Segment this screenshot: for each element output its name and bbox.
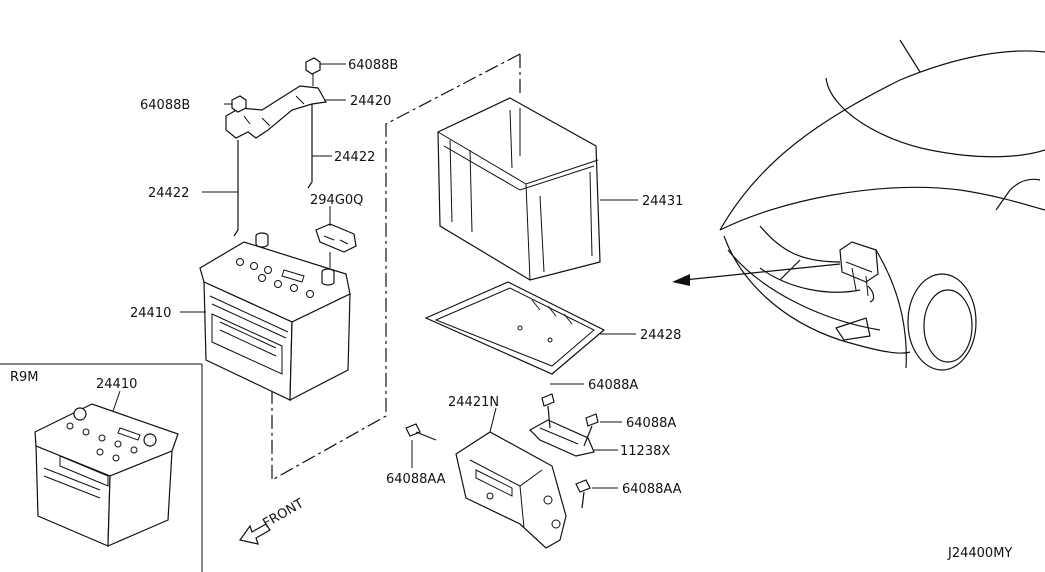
label-64088b-left: 64088B [140, 98, 190, 113]
inset-battery-drawing [34, 403, 179, 547]
label-64088a-top: 64088A [588, 378, 638, 393]
battery-sensor-294g0q [315, 223, 357, 268]
battery-hold-down-24420 [225, 57, 327, 237]
label-24420: 24420 [350, 94, 391, 109]
vehicle-location-view [672, 39, 1045, 371]
leader-lines [180, 63, 638, 489]
front-direction-indicator: FRONT [238, 496, 307, 545]
battery-cover-24431 [437, 97, 601, 281]
battery-tray-24428 [424, 281, 606, 375]
assembly-dashed-leaders [271, 53, 521, 482]
label-24422-right: 24422 [334, 150, 375, 165]
bracket-11238x [529, 419, 595, 457]
label-24431: 24431 [642, 194, 683, 209]
label-64088b-top: 64088B [348, 58, 398, 73]
inset-battery-part-number: 24410 [96, 377, 137, 392]
label-11238x: 11238X [620, 444, 670, 459]
label-24428: 24428 [640, 328, 681, 343]
front-label: FRONT [261, 496, 307, 531]
label-24422-left: 24422 [148, 186, 189, 201]
part-labels: 64088B 64088B 24420 24422 24422 294G0Q 2… [130, 58, 1012, 561]
inset-r9m: R9M 24410 [0, 363, 203, 572]
bolts [405, 393, 599, 509]
label-294g0q: 294G0Q [310, 193, 363, 208]
battery-24410 [199, 232, 351, 401]
label-24410: 24410 [130, 306, 171, 321]
label-64088aa-right: 64088AA [622, 482, 682, 497]
inset-r9m-label: R9M [10, 370, 39, 385]
battery-bracket-24421n [455, 431, 567, 549]
diagram-code: J24400MY [947, 546, 1012, 561]
label-64088a-right: 64088A [626, 416, 676, 431]
label-24421n: 24421N [448, 395, 499, 410]
label-64088aa-left: 64088AA [386, 472, 446, 487]
